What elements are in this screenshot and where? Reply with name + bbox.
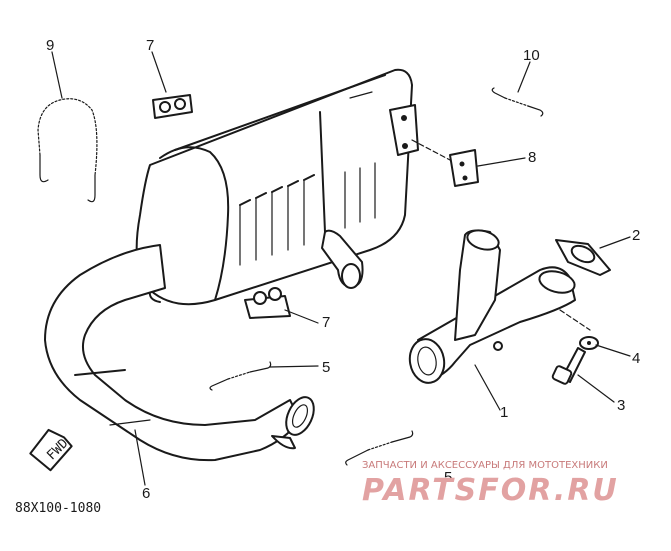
spring-small-5b bbox=[345, 430, 414, 466]
header-pipe bbox=[44, 244, 315, 462]
spring-small-10 bbox=[491, 87, 544, 117]
callout-10: 10 bbox=[523, 47, 540, 64]
muffler bbox=[135, 68, 419, 306]
drawing-code: 88X100-1080 bbox=[15, 501, 101, 516]
bracket-plate bbox=[449, 149, 479, 187]
spring-large bbox=[37, 98, 98, 203]
nut bbox=[579, 336, 599, 350]
spring-small-5a bbox=[209, 361, 272, 391]
bolt bbox=[551, 347, 586, 385]
callout-1: 1 bbox=[500, 404, 508, 421]
callout-8: 8 bbox=[528, 149, 536, 166]
callout-5-top: 5 bbox=[322, 359, 330, 376]
damper-bottom bbox=[244, 287, 291, 319]
callout-7-top: 7 bbox=[146, 37, 154, 54]
watermark-subtitle: ЗАПЧАСТИ И АКСЕССУАРЫ ДЛЯ МОТОТЕХНИКИ bbox=[362, 460, 608, 471]
callout-7-bottom: 7 bbox=[322, 314, 330, 331]
callout-4: 4 bbox=[632, 350, 640, 367]
damper-top bbox=[152, 94, 193, 119]
leader-lines bbox=[51, 51, 631, 486]
callout-3: 3 bbox=[617, 397, 625, 414]
callout-2: 2 bbox=[632, 227, 640, 244]
callout-6: 6 bbox=[142, 485, 150, 502]
front-pipe bbox=[408, 229, 576, 384]
callout-9: 9 bbox=[46, 37, 54, 54]
fwd-arrow: FWD bbox=[29, 428, 73, 472]
watermark-brand: PARTSFOR.RU bbox=[362, 473, 619, 508]
gasket bbox=[555, 239, 611, 276]
callout-5-bottom: 5 bbox=[444, 469, 452, 486]
